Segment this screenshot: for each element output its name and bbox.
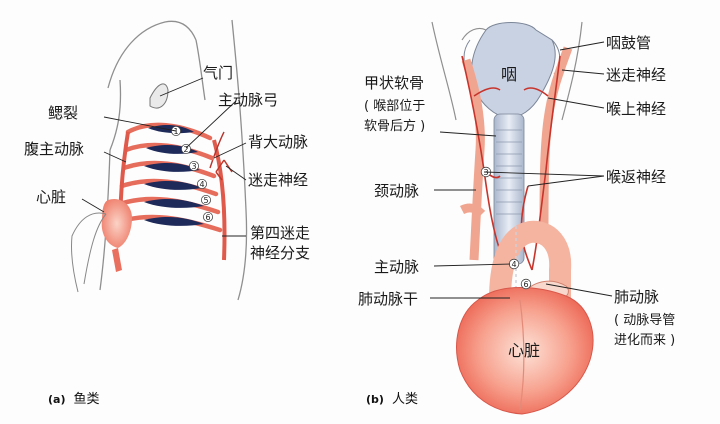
label-thyroid-line1: 甲状软骨	[364, 74, 425, 92]
svg-text:6: 6	[523, 280, 528, 289]
label-carotid: 颈动脉	[374, 182, 420, 200]
label-human-heart: 心脏	[508, 341, 541, 360]
caption-fish-text: 鱼类	[73, 392, 100, 407]
human-carotid-right	[539, 46, 573, 231]
fish-vagus-branches	[215, 159, 233, 181]
label-spiracle: 气门	[203, 64, 234, 82]
human-subclavian	[459, 203, 486, 218]
fish-arch-number-3: 3	[188, 160, 199, 171]
caption-fish-letter: (a)	[48, 393, 66, 406]
human-aortic-arch	[489, 220, 572, 301]
label-pulmonary-artery: 肺动脉	[614, 288, 660, 306]
label-superior-laryngeal: 喉上神经	[606, 100, 667, 118]
human-arch-number-4: 4	[508, 258, 520, 270]
label-gill-slit: 鳃裂	[48, 104, 79, 122]
label-pharynx: 咽	[501, 65, 518, 84]
caption-human-letter: (b)	[366, 393, 384, 406]
caption-fish: (a) 鱼类	[48, 388, 100, 407]
label-recurrent-laryngeal: 喉返神经	[606, 168, 667, 186]
label-human-vagus: 迷走神经	[606, 66, 667, 84]
fish-arch-number-4: 4	[196, 178, 207, 189]
caption-human-text: 人类	[391, 392, 418, 407]
label-thyroid-line2: ( 喉部位于	[364, 99, 426, 114]
fish-fin	[71, 212, 107, 293]
label-aortic-arch: 主动脉弓	[218, 91, 279, 109]
caption-human: (b) 人类	[366, 388, 418, 407]
label-thyroid-line3: 软骨后方 )	[364, 119, 426, 134]
fish-vagus-nerve	[209, 131, 225, 169]
fish-arch-number-2: 2	[180, 143, 191, 154]
fish-spiracle	[149, 83, 169, 109]
svg-text:4: 4	[199, 180, 204, 189]
svg-text:6: 6	[205, 213, 210, 222]
svg-text:4: 4	[511, 260, 516, 269]
svg-text:5: 5	[203, 196, 208, 205]
label-ventral-aorta: 腹主动脉	[24, 140, 85, 158]
human-arch-number-6: 6	[520, 278, 532, 290]
human-leader-lines	[430, 41, 613, 299]
fish-leader-lines	[81, 77, 247, 237]
label-pulmonary-trunk: 肺动脉干	[358, 290, 419, 308]
fish-gill-slits	[144, 125, 204, 226]
fish-arch-number-6: 6	[202, 211, 213, 222]
fish-arch-number-5: 5	[200, 194, 211, 205]
fish-dorsal-aorta	[212, 139, 227, 261]
fish-heart-shape	[101, 198, 132, 272]
label-human-aorta: 主动脉	[374, 258, 420, 276]
svg-text:2: 2	[183, 145, 188, 154]
label-fish-vagus: 迷走神经	[248, 171, 309, 189]
svg-text:3: 3	[191, 162, 196, 171]
label-pa-note-line2: 进化而来 )	[614, 333, 676, 348]
label-fourth-vagus-line2: 神经分支	[250, 244, 311, 262]
human-carotid-left	[461, 58, 485, 261]
human-heart-groove	[519, 299, 525, 411]
human-outline	[431, 21, 583, 121]
label-fish-heart: 心脏	[36, 188, 67, 206]
human-heart-shape	[456, 287, 594, 415]
fish-arch-number-1: 1	[170, 126, 181, 137]
human-trachea-rings	[496, 129, 522, 215]
label-fourth-vagus-line1: 第四迷走	[250, 224, 311, 242]
svg-text:1: 1	[173, 127, 178, 136]
label-pa-note-line1: ( 动脉导管	[614, 313, 676, 328]
label-dorsal-aorta: 背大动脉	[248, 133, 309, 151]
label-pharyngotympanic: 咽鼓管	[606, 34, 652, 52]
